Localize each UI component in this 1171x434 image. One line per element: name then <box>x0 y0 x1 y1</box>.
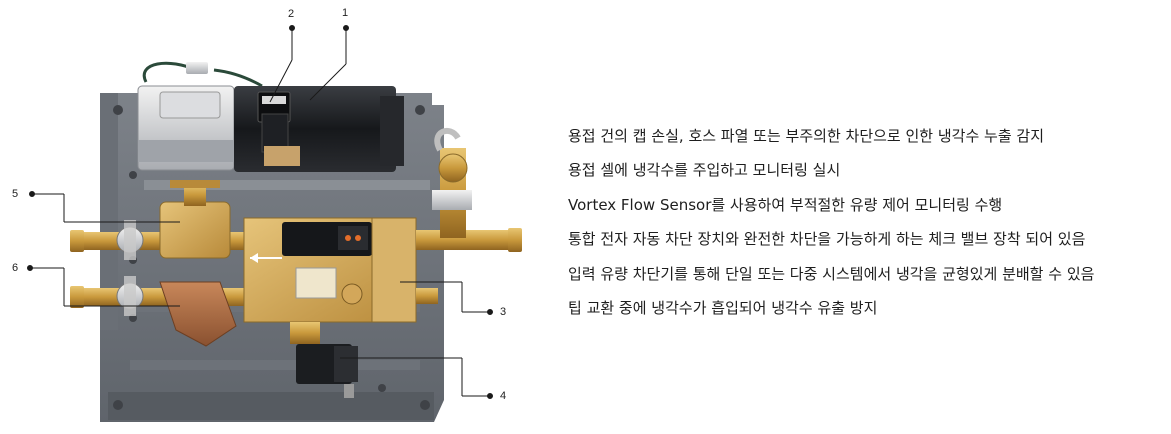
callout-1: 1 <box>342 7 349 19</box>
callout-2: 2 <box>288 8 295 20</box>
callout-5: 5 <box>12 188 19 200</box>
manifold-block <box>243 217 417 323</box>
drive-motor <box>234 86 404 172</box>
feature-item: 용접 셀에 냉각수를 주입하고 모니터링 실시 <box>568 161 841 180</box>
feature-item: 통합 전자 자동 차단 장치와 완전한 차단을 가능하게 하는 체크 밸브 장착… <box>568 230 1086 249</box>
right-pipe <box>416 127 522 304</box>
callout-3: 3 <box>500 306 507 318</box>
feature-list: 용접 건의 캡 손실, 호스 파열 또는 부주의한 차단으로 인한 냉각수 누출… <box>568 126 1094 332</box>
feature-item: Vortex Flow Sensor를 사용하여 부적절한 유량 제어 모니터링… <box>568 195 1003 214</box>
lower-pipe <box>70 276 250 347</box>
callout-4: 4 <box>500 390 507 402</box>
feature-item: 용접 건의 캡 손실, 호스 파열 또는 부주의한 차단으로 인한 냉각수 누출… <box>568 127 1044 145</box>
leader-lines <box>27 25 493 399</box>
pneumatic-actuator <box>137 85 238 171</box>
feature-item: 입력 유량 차단기를 통해 단일 또는 다중 시스템에서 냉각을 균형있게 분배… <box>568 264 1095 283</box>
coolant-saver-unit-photo <box>27 25 522 422</box>
upper-pipe <box>70 180 256 260</box>
callout-6: 6 <box>12 262 19 274</box>
feature-item: 팁 교환 중에 냉각수가 흡입되어 냉각수 유출 방지 <box>568 298 878 317</box>
solenoid-valve <box>290 322 358 398</box>
